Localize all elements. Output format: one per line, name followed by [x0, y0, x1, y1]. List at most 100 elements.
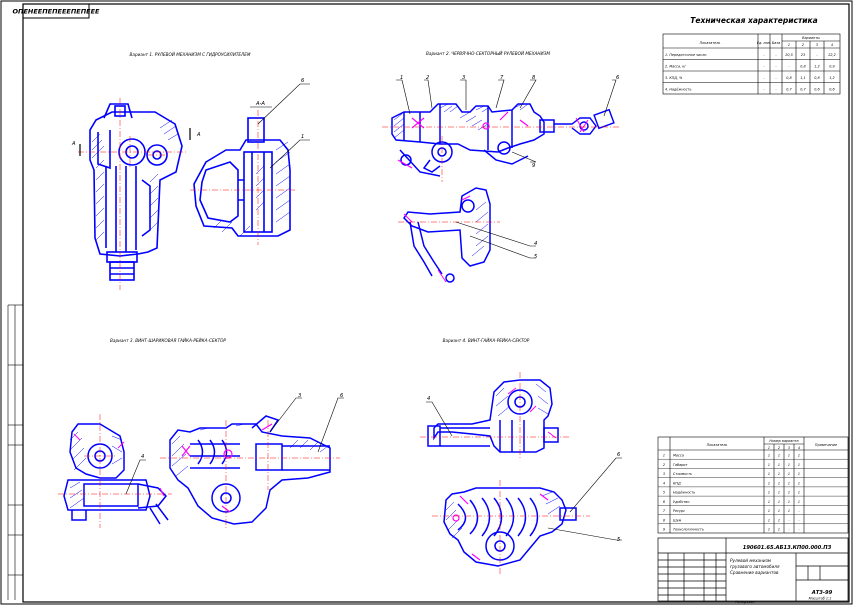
tech-row-base: -: [775, 65, 777, 69]
score-row-value: -: [788, 528, 790, 532]
view-2-worm-sector-gear: Вариант 2. ЧЕРВЯЧНО-СЕКТОРНЫЙ РУЛЕВОЙ МЕ…: [382, 51, 620, 283]
tech-row-value: 0,8: [814, 76, 820, 80]
score-row-name: Масса: [673, 454, 684, 458]
tech-row-unit: -: [763, 76, 765, 80]
score-row-name: Шум: [673, 518, 682, 522]
tech-row-value: 1,2: [814, 65, 819, 69]
score-table-header-note: Примечание: [815, 443, 837, 447]
view-3-callout-4: 4: [141, 454, 144, 460]
tech-row-base: -: [775, 53, 777, 57]
score-row-number: 1: [663, 454, 665, 458]
score-row-value: 1: [788, 472, 790, 476]
view-2-callout-1: 1: [400, 75, 403, 81]
section-marks: А А: [71, 128, 201, 156]
score-row-value: 1: [778, 491, 780, 495]
tech-row-value: 0,8: [800, 65, 806, 69]
designation: 190601.65.АБ13.КП00.000.ПЗ: [743, 545, 832, 551]
score-row-value: 1: [778, 500, 780, 504]
view-2-callout-7: 7: [500, 75, 504, 81]
tech-row-value: 1,2: [829, 76, 834, 80]
score-table-header-name: Показатель: [707, 443, 728, 447]
score-row-value: 1: [788, 454, 790, 458]
score-row-name: КПД: [673, 481, 681, 485]
score-row-number: 2: [663, 463, 665, 467]
tech-row-unit: -: [763, 53, 765, 57]
view-4-callout-5: 5: [617, 537, 621, 543]
section-mark-right: А: [196, 132, 201, 138]
tech-row-value: 0,7: [800, 88, 806, 92]
tech-row-name: 3. КПД, %: [665, 76, 682, 80]
corner-stamp: ОПЕНЕЕПЕПЕЕЕПЕПЕЕЕ: [12, 3, 100, 19]
score-row-number: 9: [663, 528, 665, 532]
view-4-screw-nut-gear: Вариант 4. ВИНТ-ГАЙКА-РЕЙКА-СЕКТОР 4: [420, 338, 622, 574]
score-row-value: 1: [768, 528, 770, 532]
corner-stamp-text: ОПЕНЕЕПЕПЕЕЕПЕПЕЕЕ: [12, 8, 100, 16]
view-3-caption: Вариант 3. ВИНТ-ШАРИКОВАЯ ГАЙКА-РЕЙКА-СЕ…: [110, 338, 226, 343]
left-margin-strip: [7, 304, 23, 600]
view-2-callout-6: 6: [616, 75, 620, 81]
score-row-value: 1: [778, 518, 780, 522]
tech-table-header-name: Показатель: [700, 41, 721, 45]
view-1-hydraulic-steering-gear: Вариант 1. РУЛЕВОЙ МЕХАНИЗМ С ГИДРОУСИЛИ…: [71, 52, 310, 290]
view-2-callout-5: 5: [534, 254, 538, 260]
score-row-value: 1: [798, 472, 800, 476]
score-row-value: 1: [778, 481, 780, 485]
tech-row-value: 0,8: [786, 76, 792, 80]
tech-row-value: 0,9: [829, 65, 834, 69]
tech-row-unit: -: [763, 88, 765, 92]
score-row-value: 1: [778, 454, 780, 458]
tech-table-col-1: 1: [788, 43, 790, 47]
score-row-value: -: [788, 518, 790, 522]
score-row-value: 1: [788, 500, 790, 504]
score-row-value: 1: [798, 500, 800, 504]
view-4-caption: Вариант 4. ВИНТ-ГАЙКА-РЕЙКА-СЕКТОР: [443, 338, 530, 343]
view-3-callout-6: 6: [340, 393, 344, 399]
score-table-header-group: Номер варианта: [769, 439, 798, 443]
score-row-value: 1: [778, 509, 780, 513]
score-row-value: 1: [798, 491, 800, 495]
score-row-number: 8: [663, 518, 666, 522]
view-2-callout-2: 2: [426, 75, 429, 81]
tech-row-value: 0,6: [829, 88, 834, 92]
score-table-col-2: 2: [778, 446, 780, 450]
tech-row-value: 0,6: [814, 88, 819, 92]
tech-table-header-unit: Ед. изм.: [757, 41, 771, 45]
score-row-value: 1: [768, 454, 770, 458]
score-row-name: Удобство: [673, 500, 690, 504]
copy-label: Копировал: [735, 600, 755, 604]
score-row-number: 4: [663, 481, 665, 485]
tech-table-header-group: Варианты: [802, 36, 820, 40]
group-code: АТ3-99: [811, 590, 833, 596]
score-row-value: 1: [788, 463, 790, 467]
tech-row-name: 1. Передаточное число: [665, 53, 706, 57]
view-2-callout-4: 4: [534, 241, 537, 247]
score-row-value: -: [798, 518, 800, 522]
score-row-value: 1: [768, 500, 770, 504]
score-row-value: 1: [788, 491, 790, 495]
score-table-col-3: 3: [788, 446, 790, 450]
tech-table-col-4: 4: [831, 43, 833, 47]
score-row-name: Надёжность: [673, 491, 695, 495]
score-row-value: 1: [778, 463, 780, 467]
score-row-value: 1: [778, 472, 780, 476]
tech-table-col-2: 2: [802, 43, 804, 47]
view-4-callout-4: 4: [427, 396, 430, 402]
description-line-1: Рулевой механизм: [730, 558, 771, 563]
tech-row-unit: -: [763, 65, 765, 69]
view-1-caption: Вариант 1. РУЛЕВОЙ МЕХАНИЗМ С ГИДРОУСИЛИ…: [130, 52, 251, 57]
view-2-callout-9: 9: [532, 163, 535, 169]
score-table-col-1: 1: [768, 446, 770, 450]
section-mark-left: А: [71, 141, 76, 147]
description-line-2: грузового автомобиля: [730, 564, 780, 569]
description-line-3: Сравнение вариантов: [730, 570, 779, 575]
score-row-value: 1: [768, 472, 770, 476]
score-row-value: -: [798, 528, 800, 532]
score-row-name: Технологичность: [673, 528, 704, 532]
score-row-value: 1: [778, 528, 780, 532]
score-row-number: 3: [663, 472, 665, 476]
tech-row-value: 23: [801, 53, 805, 57]
score-row-value: 1: [768, 463, 770, 467]
